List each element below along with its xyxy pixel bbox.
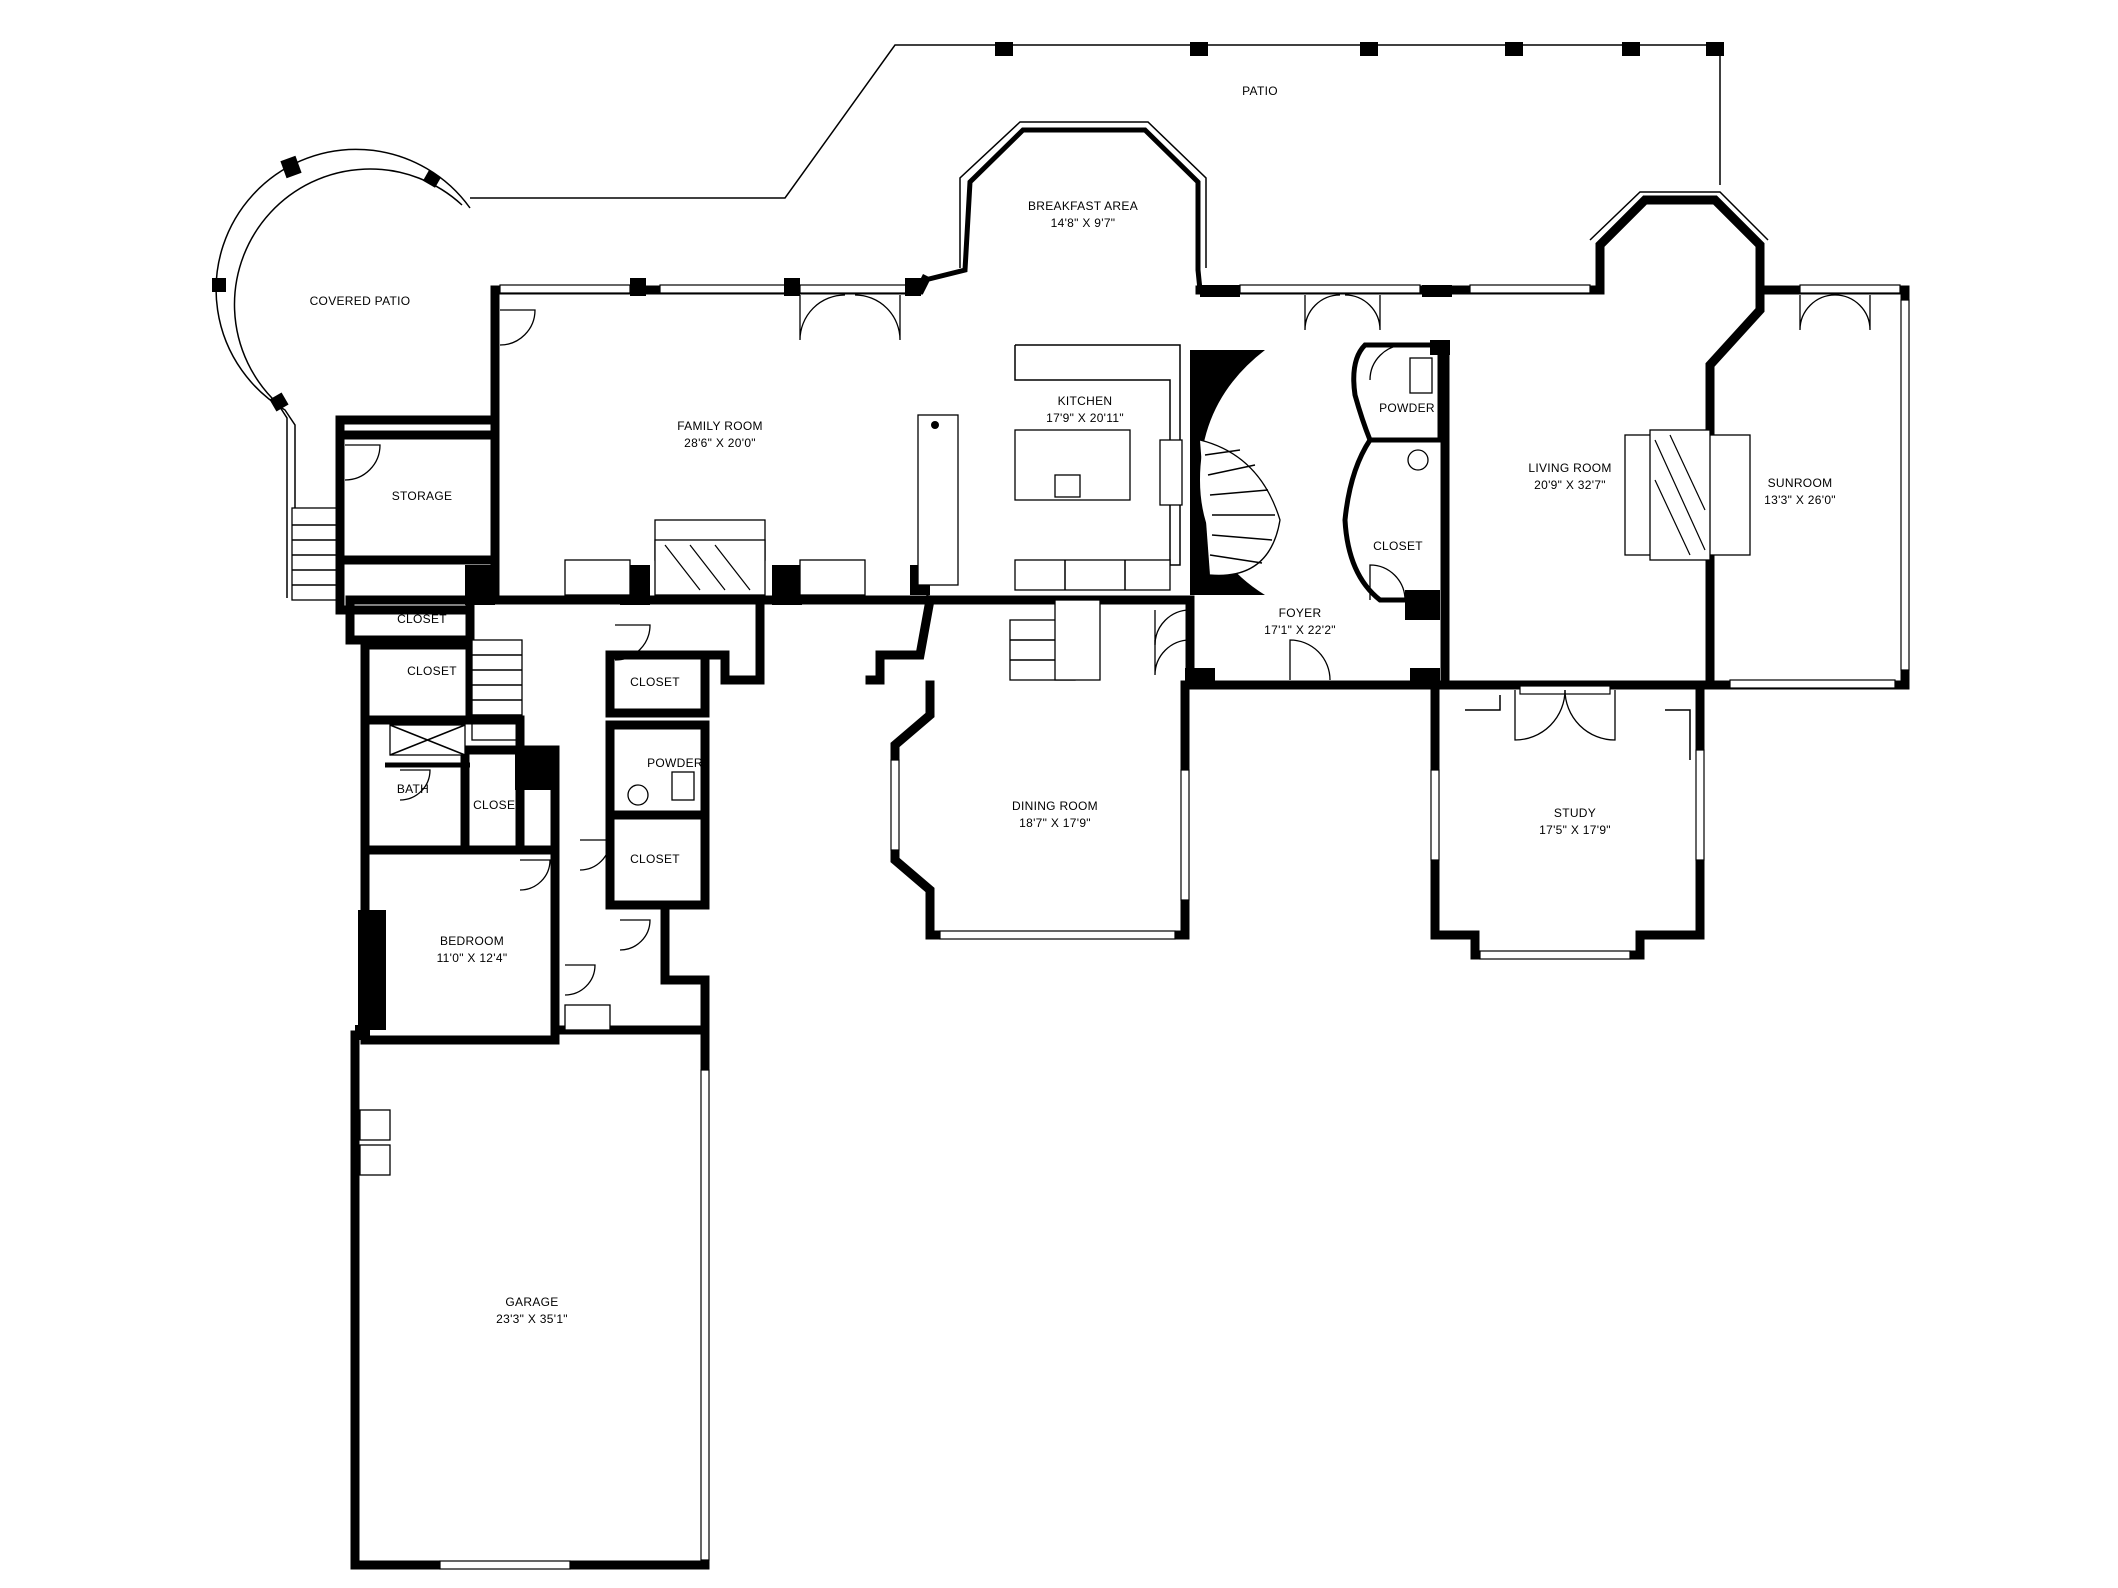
covered-patio-outline [212, 148, 471, 601]
closet-4-label: CLOSET [630, 675, 680, 689]
garage-dims: 23'3" X 35'1" [496, 1312, 568, 1326]
left-wing-walls [335, 430, 560, 1045]
living-room-dims: 20'9" X 32'7" [1534, 478, 1606, 492]
dining-walls [890, 599, 1190, 940]
patio-label: PATIO [1242, 84, 1278, 98]
dining-room-label: DINING ROOM [1012, 799, 1098, 813]
foyer-dims: 17'1" X 22'2" [1264, 623, 1336, 637]
door-swings [344, 294, 1871, 996]
windows [499, 284, 1910, 689]
bedroom-dims: 11'0" X 12'4" [437, 951, 508, 965]
foyer-powder-closet [1342, 342, 1443, 603]
center-left-column [555, 594, 936, 1035]
powder-1-label: POWDER [1379, 401, 1435, 415]
sunroom-label: SUNROOM [1768, 476, 1833, 490]
sunroom-dims: 13'3" X 26'0" [1764, 493, 1836, 507]
family-fireplace [564, 519, 866, 596]
room-labels: PATIO COVERED PATIO BREAKFAST AREA 14'8"… [310, 84, 1836, 1326]
breakfast-area-dims: 14'8" X 9'7" [1051, 216, 1116, 230]
patio-outline [470, 42, 1724, 199]
closet-1-label: CLOSET [397, 612, 447, 626]
powder-2-label: POWDER [647, 756, 703, 770]
breakfast-area-label: BREAKFAST AREA [1028, 199, 1138, 213]
living-room-label: LIVING ROOM [1528, 461, 1611, 475]
dining-room-dims: 18'7" X 17'9" [1019, 816, 1091, 830]
kitchen-dims: 17'9" X 20'11" [1046, 411, 1124, 425]
closet-2-label: CLOSET [1373, 539, 1423, 553]
curved-staircase [1190, 350, 1281, 595]
closet-6-label: CLOSET [630, 852, 680, 866]
closet-5-label: CLOSET [473, 798, 523, 812]
storage-label: STORAGE [392, 489, 453, 503]
bath-label: BATH [397, 782, 429, 796]
bedroom-label: BEDROOM [440, 934, 504, 948]
garage-walls [350, 1025, 710, 1570]
study-dims: 17'5" X 17'9" [1539, 823, 1611, 837]
family-room-label: FAMILY ROOM [677, 419, 763, 433]
covered-patio-label: COVERED PATIO [310, 294, 411, 308]
study-label: STUDY [1554, 806, 1596, 820]
family-room-dims: 28'6" X 20'0" [684, 436, 756, 450]
closet-3-label: CLOSET [407, 664, 457, 678]
kitchen-label: KITCHEN [1058, 394, 1113, 408]
living-fireplace [1624, 429, 1751, 561]
kitchen-fixtures [917, 344, 1183, 591]
foyer-label: FOYER [1279, 606, 1322, 620]
garage-label: GARAGE [505, 1295, 558, 1309]
